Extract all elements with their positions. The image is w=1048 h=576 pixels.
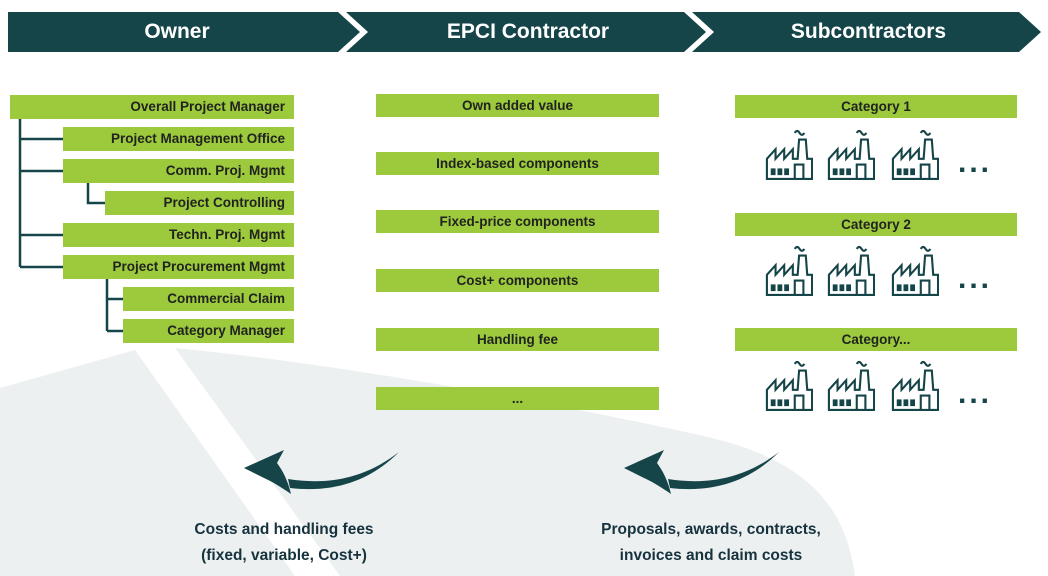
factory-icon [891,360,939,412]
annotation-line: Costs and handling fees [194,521,374,538]
annotation-line: Proposals, awards, contracts, [601,521,821,538]
annotation-costs-flow: Costs and handling fees (fixed, variable… [134,517,434,569]
more-factories-ellipsis: ... [958,146,993,179]
org-box-category-manager: Category Manager [123,319,294,343]
factory-icon [891,129,939,181]
factory-icon [765,245,813,297]
category-bar-2: Category 2 [735,213,1017,236]
curved-left-arrow-icon [624,450,779,494]
factory-icon [827,245,875,297]
factory-icon [827,129,875,181]
epci-box-ellipsis: ... [376,387,659,410]
epci-box-index-based-components: Index-based components [376,152,659,175]
factory-icon [765,360,813,412]
org-box-overall-project-manager: Overall Project Manager [10,95,294,119]
factory-icon [827,360,875,412]
factory-icon [891,245,939,297]
org-box-commercial-claim: Commercial Claim [123,287,294,311]
org-box-project-management-office: Project Management Office [63,127,294,151]
lane-title-epci-contractor: EPCI Contractor [446,20,610,43]
epci-box-fixed-price-components: Fixed-price components [376,210,659,233]
more-factories-ellipsis: ... [958,377,993,410]
org-box-comm-proj-mgmt: Comm. Proj. Mgmt [63,159,294,183]
lane-title-subcontractors: Subcontractors [790,20,947,43]
annotation-line: (fixed, variable, Cost+) [201,547,367,564]
epci-box-own-added-value: Own added value [376,94,659,117]
annotation-proposals-flow: Proposals, awards, contracts, invoices a… [561,517,861,569]
curved-left-arrow-icon [244,450,399,494]
category-bar-more: Category... [735,328,1017,351]
lane-header-subcontractors: Subcontractors [692,12,1041,52]
annotation-line: invoices and claim costs [619,547,803,564]
factory-icon [765,129,813,181]
more-factories-ellipsis: ... [958,262,993,295]
epci-box-cost-plus-components: Cost+ components [376,269,659,292]
category-bar-1: Category 1 [735,95,1017,118]
org-box-techn-proj-mgmt: Techn. Proj. Mgmt [63,223,294,247]
org-box-project-controlling: Project Controlling [105,191,294,215]
lane-header-owner: Owner [8,12,360,52]
org-box-project-procurement-mgmt: Project Procurement Mgmt [63,255,294,279]
lane-title-owner: Owner [144,20,210,43]
epci-box-handling-fee: Handling fee [376,328,659,351]
lane-header-epci-contractor: EPCI Contractor [346,12,706,52]
